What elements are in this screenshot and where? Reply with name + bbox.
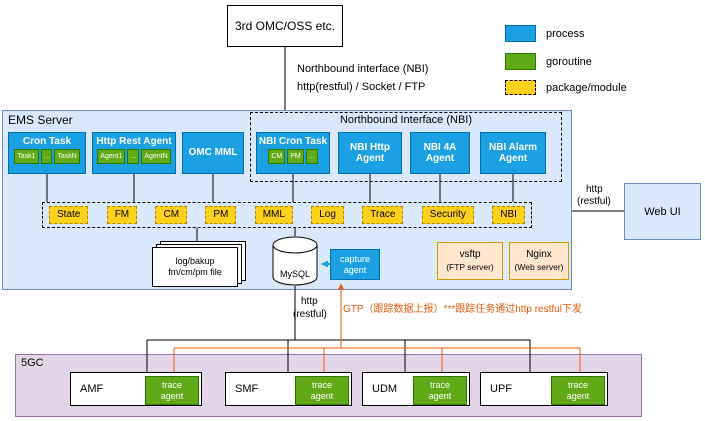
- ems-server-title: EMS Server: [8, 113, 73, 127]
- south-link-label-restful: (restful): [293, 309, 327, 320]
- module-row: State FM CM PM MML Log Trace Security NB…: [42, 202, 532, 228]
- external-omc-label: 3rd OMC/OSS etc.: [234, 19, 336, 33]
- http-rest-agent-goroutines: Agent1 ... AgentN: [93, 149, 175, 164]
- cron-task-title: Cron Task: [22, 136, 72, 147]
- cron-task-box: Cron Task Task1 ... TaskN: [8, 132, 86, 174]
- fivegc-title: 5GC: [21, 357, 44, 369]
- package-swatch: [505, 80, 536, 95]
- legend-row-package: package/module: [505, 80, 627, 95]
- http-rest-agent-title: Http Rest Agent: [96, 136, 172, 147]
- mysql-label: MySQL: [279, 269, 310, 279]
- web-ui-label: Web UI: [644, 205, 681, 218]
- file-stack-front: log/bakup fm/cm/pm file: [152, 247, 238, 287]
- nf-udm-trace-agent-label: trace agent: [428, 380, 452, 401]
- module-trace: Trace: [362, 206, 404, 224]
- nf-smf: SMF trace agent: [225, 372, 352, 406]
- nginx-name: Nginx: [526, 249, 552, 261]
- nf-upf-label: UPF: [490, 383, 512, 395]
- module-security: Security: [421, 206, 474, 224]
- module-cm: CM: [155, 206, 188, 224]
- goroutine-agent1: Agent1: [97, 149, 126, 164]
- nf-upf: UPF trace agent: [480, 372, 608, 406]
- nf-smf-trace-agent: trace agent: [295, 376, 349, 405]
- goroutine-pm: PM: [287, 149, 304, 164]
- external-omc-box: 3rd OMC/OSS etc.: [227, 5, 343, 47]
- vsftp-server-box: vsftp (FTP server): [437, 242, 503, 280]
- nf-upf-trace-agent-label: trace agent: [566, 380, 590, 401]
- nf-smf-label: SMF: [235, 383, 259, 395]
- omc-mml-box: OMC MML: [182, 132, 244, 174]
- nf-amf-trace-agent: trace agent: [145, 376, 199, 405]
- module-log: Log: [311, 206, 344, 224]
- module-fm: FM: [106, 206, 138, 224]
- legend-package-label: package/module: [546, 81, 627, 94]
- nf-amf-label: AMF: [80, 383, 104, 395]
- goroutine-cm: CM: [268, 149, 286, 164]
- module-state: State: [49, 206, 89, 224]
- nbi-alarm-agent-box: NBI Alarm Agent: [480, 132, 546, 174]
- gtp-trace-note: GTP（跟踪数据上报）***跟踪任务通过http restful下发: [343, 304, 582, 315]
- nbi-group-title: Northbound Interface (NBI): [339, 114, 473, 126]
- module-mml: MML: [254, 206, 293, 224]
- file-store-line1: log/bakup: [175, 255, 215, 266]
- nbi-alarm-agent-label: NBI Alarm Agent: [489, 141, 537, 165]
- nf-upf-trace-agent: trace agent: [551, 376, 605, 405]
- capture-agent-label: capture agent: [339, 253, 371, 275]
- module-pm: PM: [205, 206, 237, 224]
- goroutine-agentn: AgentN: [141, 149, 171, 164]
- capture-agent-box: capture agent: [330, 249, 380, 280]
- nbi-cron-task-goroutines: CM PM ...: [257, 149, 329, 164]
- nf-smf-trace-agent-label: trace agent: [310, 380, 334, 401]
- legend-row-process: process: [505, 25, 585, 42]
- process-swatch: [505, 25, 536, 42]
- omc-mml-label: OMC MML: [188, 147, 238, 159]
- nf-amf: AMF trace agent: [70, 372, 202, 406]
- nbi-http-agent-label: NBI Http Agent: [350, 141, 390, 165]
- nbi-cron-task-box: NBI Cron Task CM PM ...: [256, 132, 330, 174]
- legend-goroutine-label: goroutine: [546, 55, 592, 68]
- vsftp-desc: (FTP server): [446, 261, 494, 272]
- nbi-4a-agent-box: NBI 4A Agent: [410, 132, 470, 174]
- vsftp-name: vsftp: [459, 249, 481, 261]
- nginx-desc: (Web server): [514, 261, 564, 272]
- http-rest-agent-box: Http Rest Agent Agent1 ... AgentN: [92, 132, 176, 174]
- file-store: log/bakup fm/cm/pm file: [152, 241, 246, 287]
- goroutine-task-ellipsis: ...: [40, 149, 53, 164]
- nbi-4a-agent-label: NBI 4A Agent: [423, 141, 457, 165]
- cron-task-goroutines: Task1 ... TaskN: [9, 149, 85, 164]
- nbi-http-agent-box: NBI Http Agent: [338, 132, 402, 174]
- file-store-line2: fm/cm/pm file: [168, 267, 222, 277]
- nf-amf-trace-agent-label: trace agent: [160, 380, 184, 401]
- goroutine-swatch: [505, 53, 536, 70]
- module-nbi: NBI: [492, 206, 525, 224]
- legend-process-label: process: [546, 27, 585, 40]
- nf-udm-label: UDM: [372, 383, 398, 395]
- nf-udm: UDM trace agent: [362, 372, 470, 406]
- northbound-note-line1: Northbound interface (NBI): [297, 63, 429, 75]
- goroutine-taskn: TaskN: [54, 149, 80, 164]
- south-link-label-http: http: [301, 296, 318, 307]
- nf-udm-trace-agent: trace agent: [413, 376, 467, 405]
- nbi-group: Northbound Interface (NBI): [250, 112, 562, 182]
- web-ui-box: Web UI: [624, 183, 701, 240]
- goroutine-nbi-ellipsis: ...: [305, 149, 318, 164]
- nbi-cron-task-title: NBI Cron Task: [258, 136, 328, 147]
- webui-link-label-restful: (restful): [577, 196, 611, 207]
- mysql-database: MySQL: [272, 236, 318, 286]
- goroutine-agent-ellipsis: ...: [127, 149, 140, 164]
- northbound-note-line2: http(restful) / Socket / FTP: [297, 81, 426, 93]
- goroutine-task1: Task1: [14, 149, 39, 164]
- database-cylinder-icon: [272, 236, 318, 286]
- webui-link-label-http: http: [586, 184, 603, 195]
- nginx-server-box: Nginx (Web server): [509, 242, 569, 280]
- legend-row-goroutine: goroutine: [505, 53, 592, 70]
